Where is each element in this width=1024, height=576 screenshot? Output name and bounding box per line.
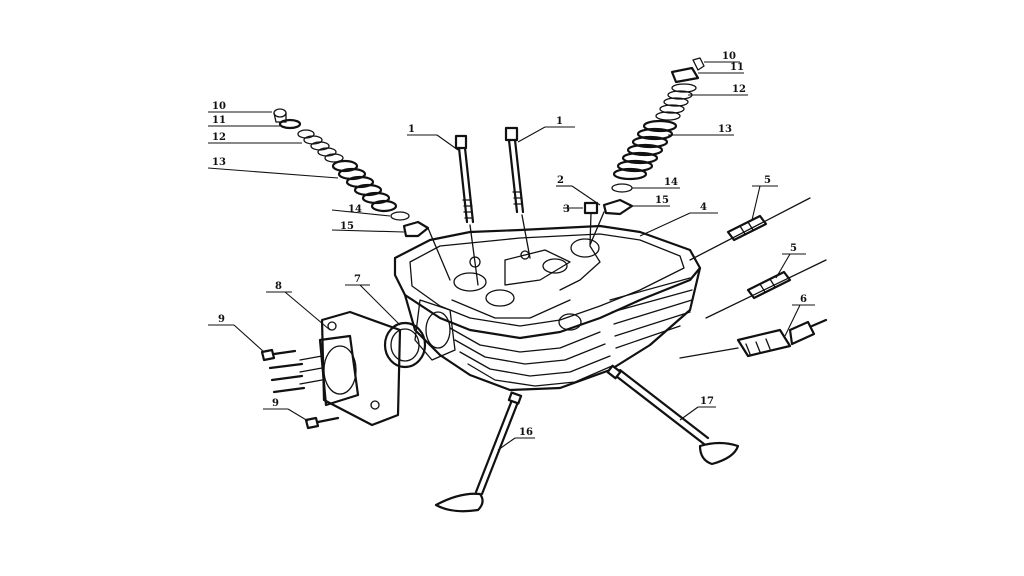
callout-15-left: 15: [340, 221, 354, 232]
callout-7: 7: [354, 274, 361, 285]
intake-valve: [434, 391, 523, 513]
callout-10-left: 10: [212, 101, 226, 112]
callout-8: 8: [275, 281, 282, 292]
callout-6: 6: [800, 294, 807, 305]
callout-9-lower: 9: [272, 398, 279, 409]
stud-5-lower: [705, 259, 827, 319]
callout-3: 3: [563, 204, 570, 215]
bolt-9-upper: [260, 348, 297, 362]
intake-manifold-flange: [268, 310, 402, 427]
valve-spring-assembly-left: [273, 108, 451, 281]
callout-11-left: 11: [212, 115, 226, 126]
intake-gasket: [383, 321, 427, 369]
stud-bolt-right: [504, 126, 531, 259]
callout-5-lower: 5: [790, 243, 797, 254]
callout-10-right: 10: [722, 51, 736, 62]
callout-1-right: 1: [556, 116, 563, 127]
callout-labels: 1 1 2 3 4 5 5 6 7 8 9 9 10 11 12 13 14 1…: [212, 51, 807, 438]
callout-14-left: 14: [348, 204, 362, 215]
callout-1-left: 1: [408, 124, 415, 135]
cylinder-head: [393, 224, 702, 392]
callout-12-right: 12: [732, 84, 746, 95]
exhaust-valve: [606, 364, 740, 466]
bolt-9-lower: [304, 416, 340, 430]
callout-13-right: 13: [718, 124, 732, 135]
callout-13-left: 13: [212, 157, 226, 168]
spark-plug: [679, 318, 828, 359]
stud-bolt-left: [454, 134, 479, 286]
callout-2: 2: [557, 175, 564, 186]
stud-5-upper: [689, 197, 811, 261]
callout-4: 4: [700, 202, 707, 213]
part-3-cap: [583, 201, 599, 246]
callout-5-upper: 5: [764, 175, 771, 186]
callout-17: 17: [700, 396, 714, 407]
callout-9-upper: 9: [218, 314, 225, 325]
leader-lines: [207, 61, 815, 451]
valve-spring-assembly-right: [589, 57, 705, 246]
callout-16: 16: [519, 427, 533, 438]
callout-11-right: 11: [730, 62, 744, 73]
callout-12-left: 12: [212, 132, 226, 143]
callout-14-right: 14: [664, 177, 678, 188]
callout-15-right: 15: [655, 195, 669, 206]
